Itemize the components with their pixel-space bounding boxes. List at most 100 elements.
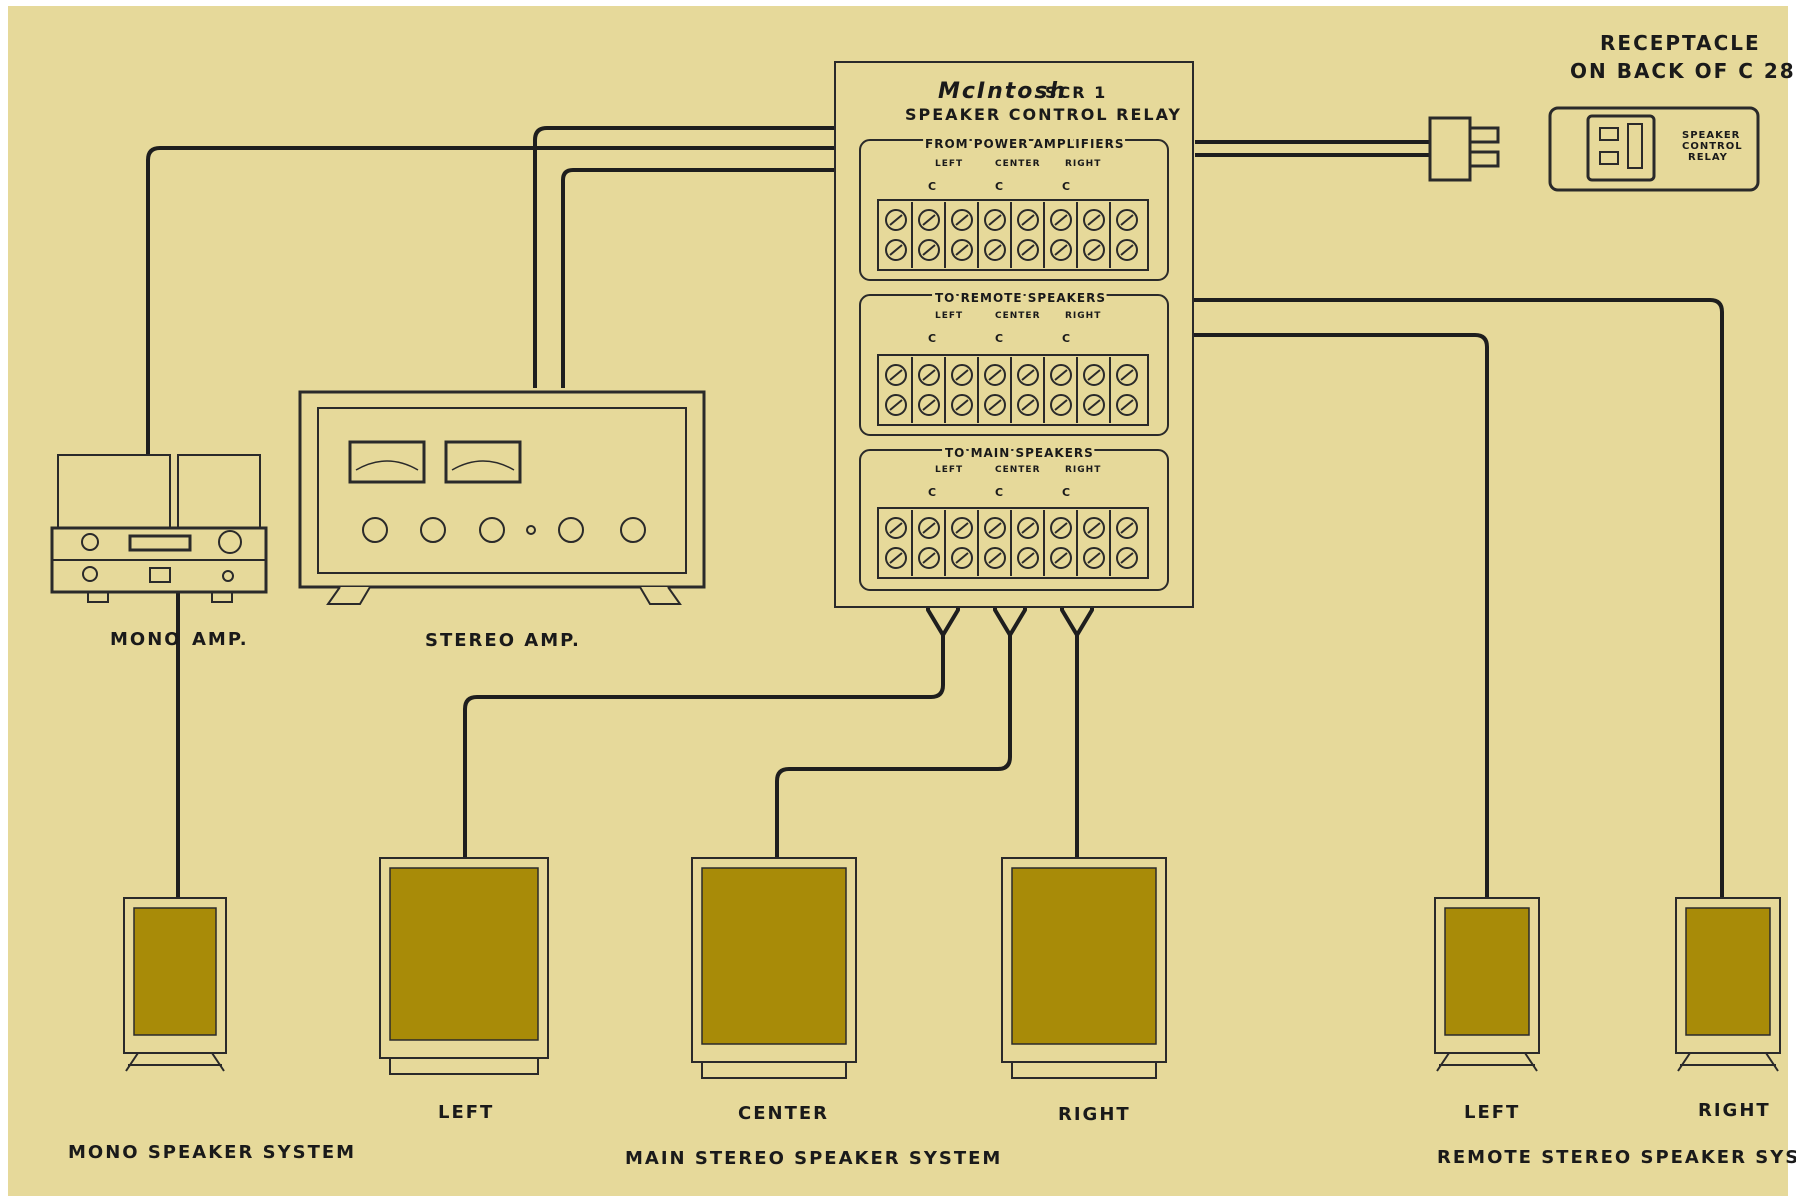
- relay-title: SPEAKER CONTROL RELAY: [905, 105, 1182, 124]
- terminal-screw-slot: [1120, 244, 1134, 256]
- terminal-screw-slot: [1021, 522, 1035, 534]
- mono-amp-knob-3: [82, 566, 98, 582]
- terminal-screw-slot: [955, 244, 969, 256]
- section-remote: [859, 294, 1169, 436]
- terminal-screw-slot: [955, 399, 969, 411]
- stereo-amp-meter-left-arc: [355, 460, 419, 471]
- terminal-screw-slot: [889, 214, 903, 226]
- remote-right-speaker-grille: [1685, 907, 1771, 1036]
- stereo-amp-knob-5: [620, 517, 646, 543]
- terminal-screw-slot: [1054, 369, 1068, 381]
- terminal-screw-slot: [1087, 522, 1101, 534]
- terminal-screw-slot: [955, 522, 969, 534]
- main-center-speaker: [691, 857, 857, 1079]
- mono-amp-label-1: MONO: [110, 629, 182, 650]
- terminal-screw-slot: [922, 244, 936, 256]
- terminal-screw-slot: [922, 369, 936, 381]
- terminal-screw-slot: [1087, 214, 1101, 226]
- main-left-label: LEFT: [935, 465, 963, 475]
- terminal-screw-slot: [1120, 552, 1134, 564]
- terminal-strip-main: [877, 507, 1149, 579]
- stereo-amp-foot-right: [639, 586, 682, 605]
- main-left-speaker: [379, 857, 549, 1075]
- plug-prong-bottom: [1468, 150, 1500, 168]
- relay-brand: McIntosh: [938, 79, 1067, 104]
- mono-speaker-system-label: MONO SPEAKER SYSTEM: [68, 1142, 356, 1163]
- terminal-screw-slot: [1087, 244, 1101, 256]
- main-left-speaker-label: LEFT: [438, 1102, 494, 1123]
- plug-prong-top: [1468, 126, 1500, 144]
- power-c2: C: [995, 180, 1004, 193]
- mono-amp-knob-1: [81, 533, 99, 551]
- main-right-speaker: [1001, 857, 1167, 1079]
- section-main: [859, 449, 1169, 591]
- main-right-speaker-label: RIGHT: [1058, 1104, 1131, 1125]
- terminal-screw-slot: [988, 552, 1002, 564]
- speaker-control-relay: McIntosh SCR 1 SPEAKER CONTROL RELAY FRO…: [834, 61, 1194, 608]
- terminal-screw-slot: [1054, 244, 1068, 256]
- mono-speaker-stand: [125, 1052, 225, 1072]
- terminal-screw-slot: [889, 244, 903, 256]
- power-c3: C: [1062, 180, 1071, 193]
- stereo-amp-led: [526, 525, 536, 535]
- stereo-amp-meter-left: [348, 440, 426, 484]
- remote-left-speaker-label: LEFT: [1464, 1102, 1520, 1123]
- mono-speaker-grille: [133, 907, 217, 1036]
- wire-mono-amp-to-relay: [146, 146, 987, 540]
- stereo-amp-label: STEREO AMP.: [425, 630, 581, 651]
- section-power-amps-label: FROM POWER AMPLIFIERS: [925, 137, 1124, 151]
- remote-left-speaker: [1434, 897, 1540, 1072]
- section-power-amps: [859, 139, 1169, 281]
- mono-amp-foot-right: [211, 591, 233, 603]
- terminal-screw-slot: [922, 552, 936, 564]
- stereo-amp-knob-4: [558, 517, 584, 543]
- terminal-screw-slot: [922, 522, 936, 534]
- stereo-amp-meter-right-arc: [451, 460, 515, 471]
- socket-label-3: RELAY: [1688, 152, 1728, 163]
- section-remote-label: TO REMOTE SPEAKERS: [935, 291, 1106, 305]
- power-right-label: RIGHT: [1065, 159, 1101, 169]
- mono-amp: MONO AMP.: [50, 454, 268, 650]
- mono-speaker: [123, 897, 227, 1072]
- remote-right-speaker-stand: [1677, 1052, 1779, 1072]
- terminal-screw-slot: [1054, 522, 1068, 534]
- main-left-speaker-base: [389, 1057, 539, 1075]
- receptacle-title-1: RECEPTACLE: [1600, 31, 1761, 55]
- socket-slot-3: [1627, 123, 1643, 169]
- terminal-screw-slot: [988, 369, 1002, 381]
- main-right-speaker-base: [1011, 1061, 1157, 1079]
- main-c1: C: [928, 486, 937, 499]
- terminal-screw-slot: [955, 214, 969, 226]
- terminal-screw-slot: [1087, 369, 1101, 381]
- terminal-screw-slot: [988, 522, 1002, 534]
- remote-center-label: CENTER: [995, 311, 1041, 321]
- remote-right-speaker-label: RIGHT: [1698, 1100, 1771, 1121]
- terminal-screw-slot: [1120, 214, 1134, 226]
- main-center-speaker-label: CENTER: [738, 1103, 829, 1124]
- terminal-screw-slot: [1054, 552, 1068, 564]
- mono-amp-housing-right: [177, 454, 261, 531]
- terminal-screw-slot: [889, 369, 903, 381]
- socket: [1586, 114, 1656, 182]
- main-center-speaker-base: [701, 1061, 847, 1079]
- socket-slot-2: [1599, 151, 1619, 165]
- terminal-screw-slot: [988, 214, 1002, 226]
- remote-c3: C: [1062, 332, 1071, 345]
- plug-body: [1428, 116, 1472, 182]
- speakers: [123, 857, 1781, 1079]
- terminal-screw-slot: [889, 522, 903, 534]
- remote-c2: C: [995, 332, 1004, 345]
- main-c2: C: [995, 486, 1004, 499]
- terminal-screw-slot: [922, 214, 936, 226]
- terminal-screw-slot: [955, 552, 969, 564]
- power-c1: C: [928, 180, 937, 193]
- terminal-screw-slot: [1021, 244, 1035, 256]
- terminal-screw-slot: [889, 399, 903, 411]
- terminal-screw-slot: [1087, 399, 1101, 411]
- mono-amp-housing-left: [57, 454, 171, 531]
- mono-amp-knob-2: [218, 530, 242, 554]
- terminal-screw-slot: [1120, 369, 1134, 381]
- wire-relay-to-remote-right: [953, 298, 1724, 898]
- remote-c1: C: [928, 332, 937, 345]
- wire-stereo-amp-right: [561, 168, 927, 388]
